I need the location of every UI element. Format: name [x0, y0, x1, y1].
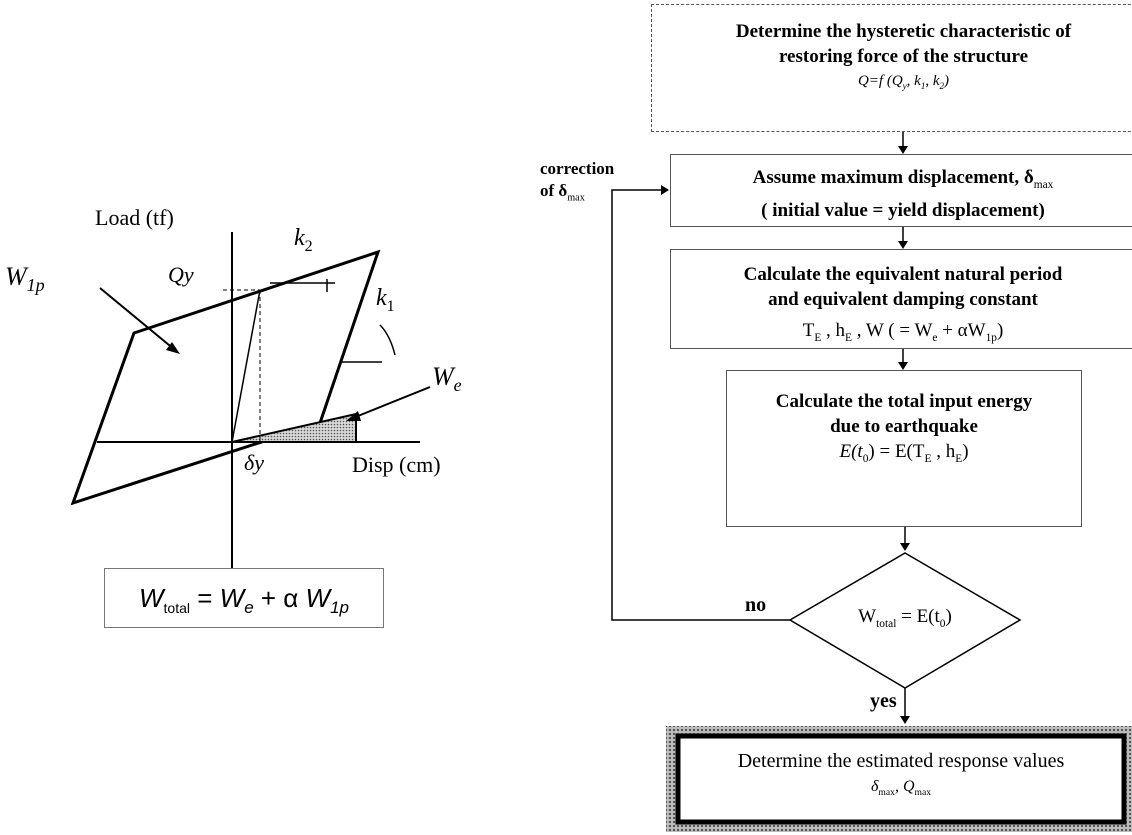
arrowhead-4-decision [900, 543, 910, 551]
arrowhead-1-2 [898, 146, 908, 154]
final-box-frame [675, 733, 1127, 825]
k1-angle-arc [379, 324, 396, 356]
arrowhead-decision-final [900, 716, 910, 724]
step-calc-equivalent: Calculate the equivalent natural period … [670, 249, 1132, 349]
no-loop-line [611, 189, 790, 621]
step-determine-hysteretic: Determine the hysteretic characteristic … [651, 4, 1132, 132]
arrowhead-3-4 [898, 362, 908, 370]
arrowhead-2-3 [898, 241, 908, 249]
we-label: We [432, 362, 462, 396]
deltay-label: δy [244, 450, 264, 475]
wtotal-formula-box: Wtotal = We + α W1p [104, 568, 384, 628]
no-loop-arrowhead [661, 185, 669, 195]
k1-label: k1 [376, 285, 395, 315]
qy-label: Qy [168, 262, 194, 287]
we-arrow [352, 386, 431, 419]
step-final-response: Determine the estimated response values … [737, 750, 1065, 799]
decision-condition: Wtotal = E(t0) [858, 606, 952, 630]
we-arrowhead [346, 411, 361, 421]
w1p-label: W1p [5, 262, 45, 296]
k2-label: k2 [294, 225, 313, 255]
w1p-arrowhead [166, 342, 180, 354]
no-label: no [745, 594, 767, 616]
w1p-arrow [99, 287, 176, 351]
step-calc-input-energy: Calculate the total input energy due to … [726, 370, 1082, 527]
yes-label: yes [870, 690, 897, 712]
y-axis-label: Load (tf) [95, 205, 174, 230]
elastic-line [231, 289, 261, 443]
elastic-energy-triangle [231, 412, 357, 443]
x-axis-label: Disp (cm) [352, 452, 441, 477]
step-assume-displacement: Assume maximum displacement, δmax ( init… [670, 154, 1132, 227]
correction-label: correction of δmax [540, 159, 615, 204]
